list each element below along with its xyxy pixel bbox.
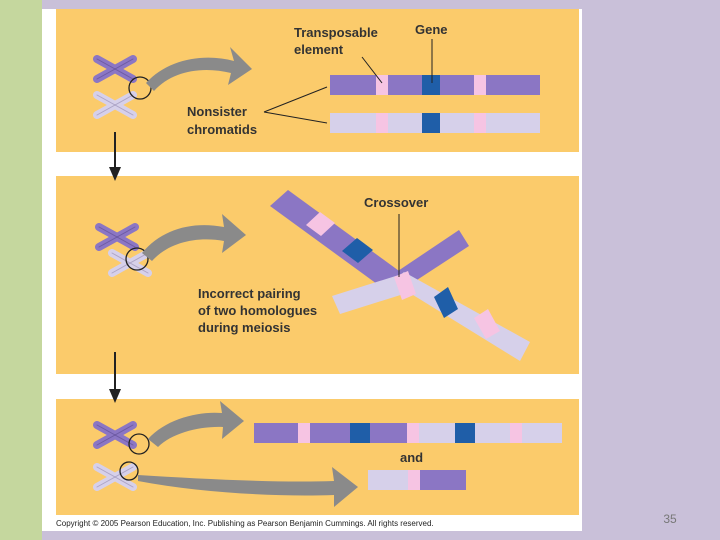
down-arrow-icon: [109, 352, 121, 403]
chromosome-icon: [99, 227, 148, 273]
panel-result: [56, 399, 579, 515]
slide-number: 35: [663, 512, 677, 526]
highlight-circle-icon: [128, 76, 152, 100]
chromosome-icon: [97, 425, 133, 487]
chromosome-icon: [97, 59, 133, 115]
label-transposable-line2: element: [294, 42, 344, 57]
chromatid-bar-light: [330, 113, 540, 133]
label-nonsister-line1: Nonsister: [187, 104, 247, 119]
result-bar-long: [254, 423, 562, 443]
label-nonsister-line2: chromatids: [187, 122, 257, 137]
highlight-circle-icon: [125, 247, 149, 271]
label-incorrect-line2: of two homologues: [198, 303, 317, 318]
curved-arrow-icon: [146, 47, 252, 91]
label-and: and: [400, 450, 423, 465]
figure: Transposable element Gene Nonsister chro…: [42, 9, 582, 531]
copyright-text: Copyright © 2005 Pearson Education, Inc.…: [56, 519, 434, 528]
crossover-bar-light: [332, 271, 530, 361]
highlight-circle-icon: [119, 461, 139, 481]
label-incorrect-line3: during meiosis: [198, 320, 290, 335]
label-gene: Gene: [415, 22, 448, 37]
label-incorrect-line1: Incorrect pairing: [198, 286, 301, 301]
down-arrow-icon: [109, 132, 121, 181]
result-bar-short: [368, 470, 466, 490]
figure-drawing: Transposable element Gene Nonsister chro…: [56, 22, 562, 528]
label-crossover: Crossover: [364, 195, 428, 210]
curved-arrow-icon: [142, 214, 246, 261]
chromatid-bar-dark: [330, 75, 540, 95]
slide-left-band: [0, 0, 42, 540]
highlight-circle-icon: [128, 433, 150, 455]
curved-arrow-icon: [138, 467, 358, 507]
label-transposable-line1: Transposable: [294, 25, 378, 40]
curved-arrow-icon: [148, 401, 244, 447]
